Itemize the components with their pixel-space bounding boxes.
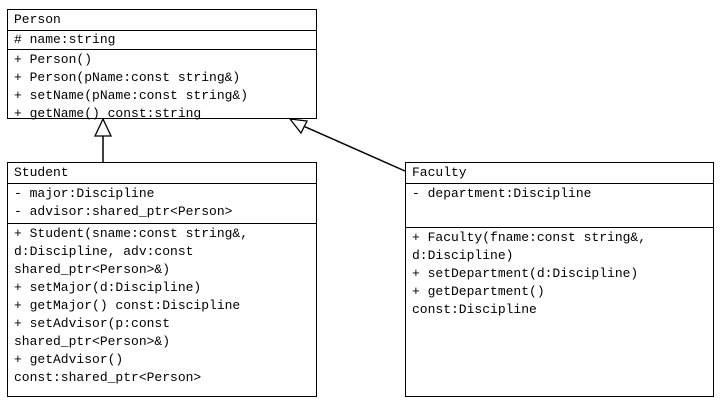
class-faculty-operation: + Faculty(fname:const string&, <box>412 230 647 245</box>
class-person-name-section: Person <box>8 10 316 30</box>
class-student-operation: + getMajor() const:Discipline <box>14 298 241 313</box>
class-student-attributes: - major:Discipline - advisor:shared_ptr<… <box>8 183 316 223</box>
class-student-operation: + Student(sname:const string&, <box>14 226 249 241</box>
class-student-operation: + setMajor(d:Discipline) <box>14 280 202 295</box>
class-person-operations: + Person() + Person(pName:const string&)… <box>8 49 316 125</box>
class-person: Person # name:string + Person() + Person… <box>7 9 317 121</box>
class-faculty-operations: + Faculty(fname:const string&, d:Discipl… <box>406 227 713 321</box>
class-person-attributes: # name:string <box>8 30 316 49</box>
class-faculty-operation: + setDepartment(d:Discipline) <box>412 266 639 281</box>
class-faculty-name: Faculty <box>412 165 467 180</box>
class-student-operations: + Student(sname:const string&, d:Discipl… <box>8 223 316 389</box>
class-student-attribute: - advisor:shared_ptr<Person> <box>14 204 233 219</box>
class-person-operation: + Person(pName:const string&) <box>14 70 241 85</box>
class-student-operation: shared_ptr<Person>&) <box>14 262 171 277</box>
class-student-operation: const:shared_ptr<Person> <box>14 370 202 385</box>
student-inherits-person-arrow <box>93 117 113 162</box>
class-faculty-name-section: Faculty <box>406 163 713 183</box>
class-student-operation: d:Discipline, adv:const <box>14 244 194 259</box>
class-faculty-operation: d:Discipline) <box>412 248 514 263</box>
class-person-operation: + getName() const:string <box>14 106 202 121</box>
class-student: Student - major:Discipline - advisor:sha… <box>7 162 317 397</box>
class-person-operation: + Person() <box>14 52 93 67</box>
class-faculty-attribute: - department:Discipline <box>412 186 592 201</box>
class-faculty-operation: const:Discipline <box>412 302 537 317</box>
class-faculty-operation: + getDepartment() <box>412 284 545 299</box>
class-student-operation: + setAdvisor(p:const <box>14 316 171 331</box>
class-faculty: Faculty - department:Discipline + Facult… <box>405 162 714 397</box>
class-student-attribute: - major:Discipline <box>14 186 155 201</box>
class-faculty-attributes: - department:Discipline <box>406 183 713 227</box>
class-person-name: Person <box>14 12 61 27</box>
class-student-name-section: Student <box>8 163 316 183</box>
class-person-attribute: # name:string <box>14 32 116 47</box>
class-person-operation: + setName(pName:const string&) <box>14 88 249 103</box>
class-student-name: Student <box>14 165 69 180</box>
class-student-operation: + getAdvisor() <box>14 352 124 367</box>
class-student-operation: shared_ptr<Person>&) <box>14 334 171 349</box>
